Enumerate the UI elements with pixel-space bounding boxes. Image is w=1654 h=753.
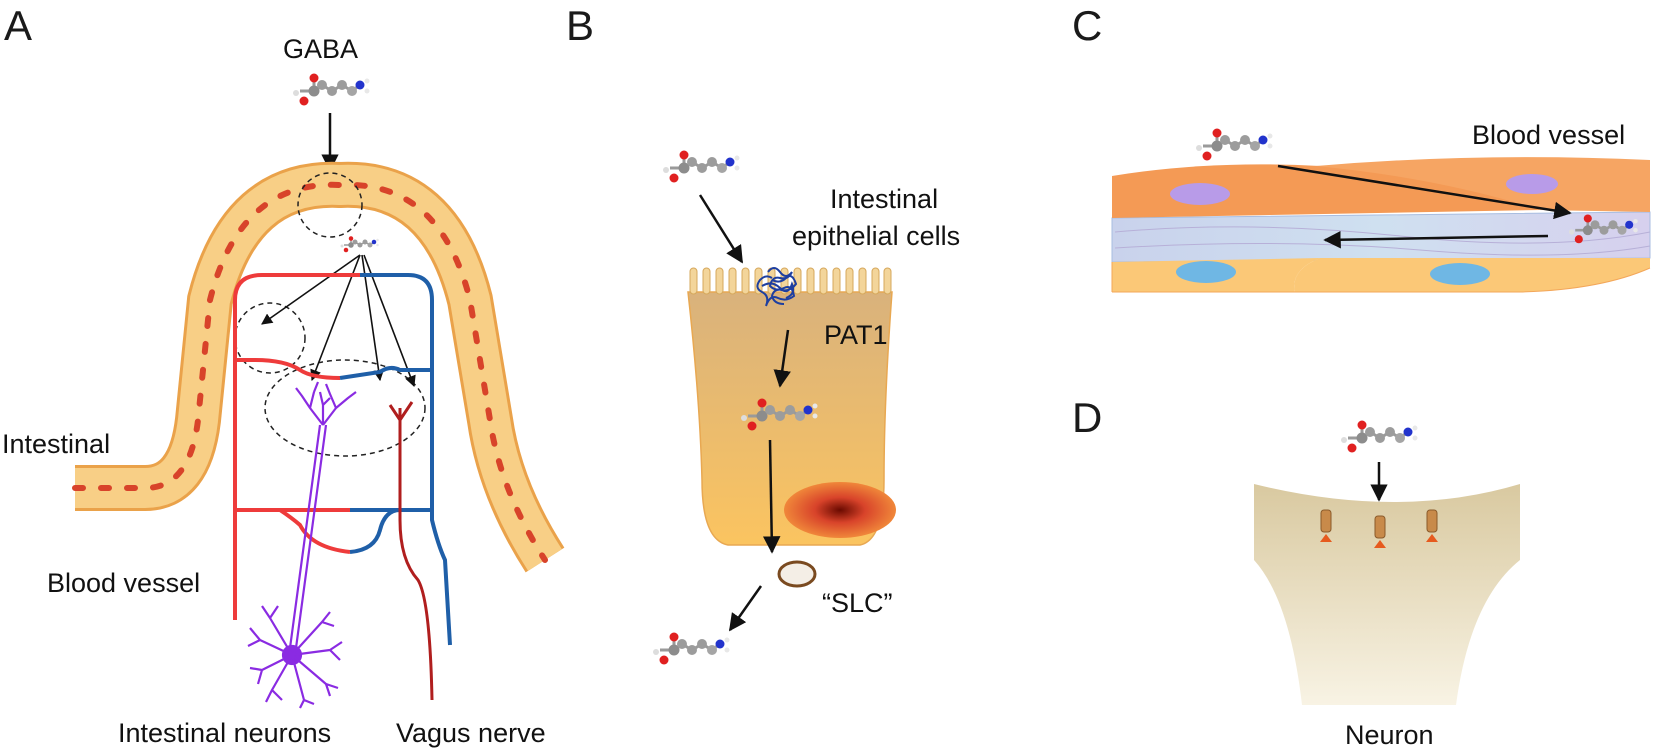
blood-vessel-label: Blood vessel <box>1472 120 1625 150</box>
slc-transporter-icon <box>777 560 817 588</box>
intestinal-label: Intestinal <box>2 429 110 459</box>
nucleus-blue <box>1176 261 1236 283</box>
receptor-icon <box>1426 509 1438 542</box>
intestinal-neurons-label: Intestinal neurons <box>118 718 331 748</box>
pat1-label: PAT1 <box>824 320 888 350</box>
gaba-transit-arrow <box>1277 164 1572 220</box>
epithelial-cell <box>687 291 893 546</box>
endothelial-cell-top-left <box>1112 164 1540 218</box>
epithelium-highlight-circle <box>297 172 363 238</box>
panel-c: C Blood vessel <box>1072 2 1651 293</box>
vagus-nerve-label: Vagus nerve <box>396 718 546 748</box>
epithelial-label-line1: Intestinal <box>830 184 938 214</box>
gaba-molecule-icon <box>1195 128 1274 162</box>
panel-b: B Intestinal epithelial cells <box>566 2 960 666</box>
slc-label: “SLC” <box>822 588 893 618</box>
basolateral-arrow <box>762 439 781 554</box>
neuron-body <box>1254 484 1520 705</box>
panel-a: A GABA <box>2 2 565 748</box>
epithelial-label-line2: epithelial cells <box>792 221 960 251</box>
blood-vessel-label: Blood vessel <box>47 568 200 598</box>
panel-c-letter: C <box>1072 2 1102 49</box>
cell-nucleus <box>784 482 896 538</box>
gaba-exit-arrow <box>728 585 763 632</box>
gaba-molecule-icon <box>1340 420 1419 454</box>
nucleus-purple <box>1170 183 1230 205</box>
intestinal-neuron <box>247 381 357 709</box>
gaba-uptake-arrow <box>698 194 744 264</box>
pat1-transport-arrow <box>773 329 791 388</box>
nerve-highlight-ellipse <box>264 359 426 457</box>
panel-d: D Neuron <box>1072 394 1520 750</box>
nucleus-blue <box>1430 263 1490 285</box>
gaba-label: GABA <box>283 34 358 64</box>
nucleus-purple <box>1506 174 1558 194</box>
panel-b-letter: B <box>566 2 594 49</box>
gaba-molecule-icon <box>652 632 731 666</box>
gaba-molecule-icon <box>662 150 741 184</box>
vagus-nerve <box>388 401 434 701</box>
gaba-molecule-icon <box>340 236 380 253</box>
blood-vessels <box>233 273 452 646</box>
gaba-flow-arrow <box>1323 230 1549 249</box>
panel-a-letter: A <box>4 2 32 49</box>
gaba-molecule-icon <box>292 73 371 107</box>
panel-d-letter: D <box>1072 394 1102 441</box>
microvilli <box>689 267 892 295</box>
neuron-label: Neuron <box>1345 720 1434 750</box>
pat1-protein-icon <box>756 267 798 307</box>
epithelial-nuclei <box>72 181 548 563</box>
receptor-icon <box>1320 509 1332 542</box>
endothelial-cell-top-right <box>1316 157 1650 212</box>
receptor-icon <box>1374 515 1386 548</box>
